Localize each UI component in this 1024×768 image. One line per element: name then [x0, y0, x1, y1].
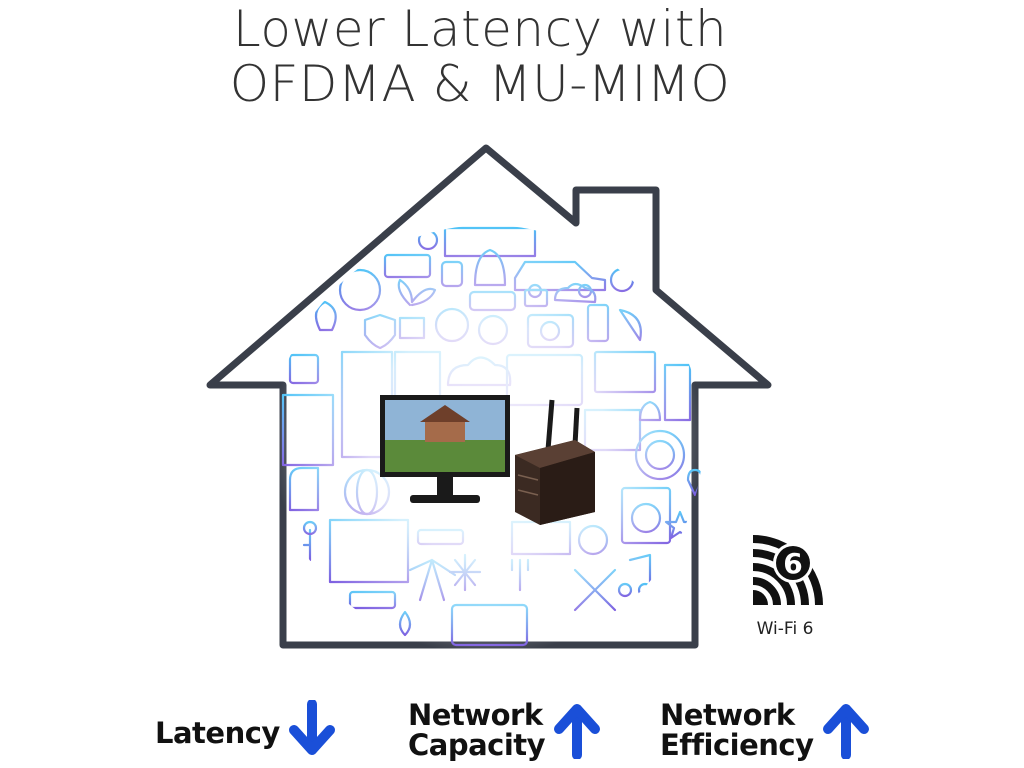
metric-efficiency-label: Network Efficiency — [660, 700, 814, 760]
metric-network-capacity: Network Capacity — [408, 700, 601, 760]
metric-capacity-line1: Network — [408, 698, 543, 732]
router-tower-image — [515, 399, 595, 525]
arrow-up-icon — [554, 704, 601, 759]
metric-latency-line1: Latency — [155, 716, 280, 750]
metric-latency: Latency — [155, 700, 336, 758]
wifi6-badge: 6 Wi-Fi 6 — [735, 535, 835, 639]
metric-efficiency-line1: Network — [660, 698, 795, 732]
arrow-down-icon — [288, 700, 335, 755]
metric-efficiency-line2: Efficiency — [660, 728, 814, 762]
headline-line-2: OFDMA & MU-MIMO — [229, 55, 731, 113]
metric-capacity-label: Network Capacity — [408, 698, 546, 762]
headline-line-1: Lower Latency with — [232, 0, 728, 58]
wifi6-label: Wi-Fi 6 — [756, 619, 814, 639]
smart-home-illustration — [206, 144, 772, 655]
house-outline — [206, 144, 772, 649]
wifi6-number: 6 — [783, 547, 802, 580]
desktop-monitor-image — [380, 395, 510, 503]
wifi6-icon: 6 — [752, 535, 823, 606]
metric-latency-label: Latency — [155, 710, 280, 748]
arrow-up-icon — [822, 704, 869, 759]
metric-capacity-line2: Capacity — [408, 728, 546, 762]
metric-network-efficiency: Network Efficiency — [660, 700, 870, 760]
